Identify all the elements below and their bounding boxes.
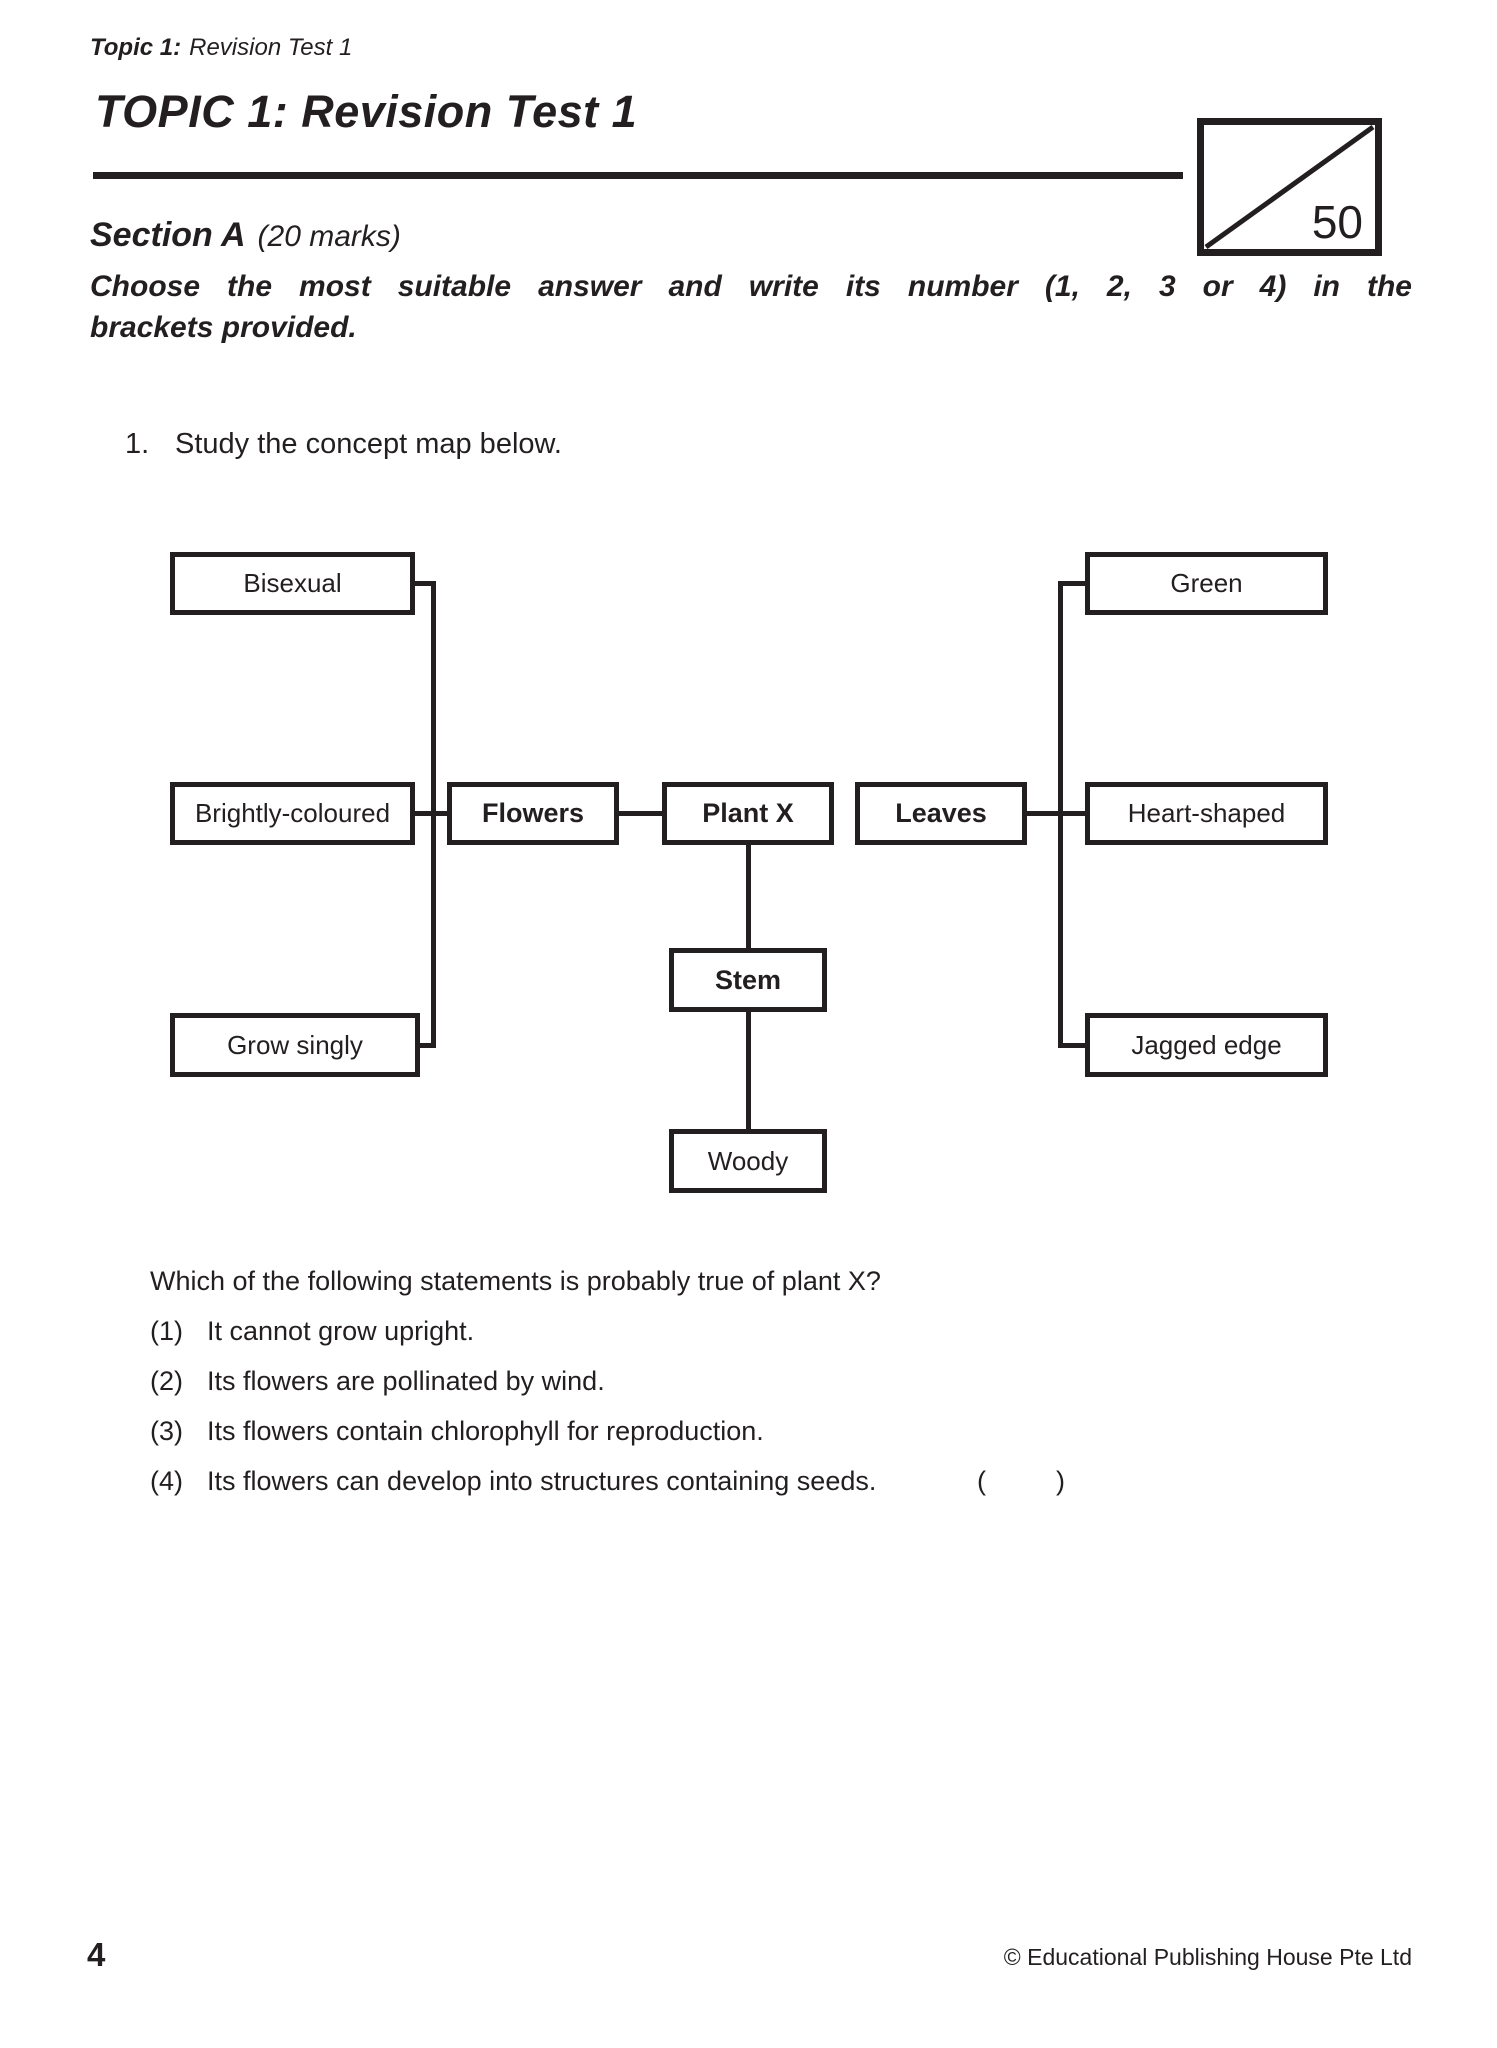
connector-grow-singly-stub — [416, 1043, 434, 1048]
instruction-line-2: brackets provided. — [90, 311, 357, 344]
node-jagged-edge: Jagged edge — [1085, 1013, 1328, 1077]
node-bisexual: Bisexual — [170, 552, 415, 615]
question-number: 1. — [125, 428, 150, 460]
node-plant-x: Plant X — [662, 782, 834, 845]
node-heart-shaped: Heart-shaped — [1085, 782, 1328, 845]
node-woody: Woody — [669, 1129, 827, 1193]
connector-right-vertical — [1058, 581, 1063, 1048]
node-flowers: Flowers — [447, 782, 619, 845]
connector-bisexual-stub — [410, 581, 433, 586]
answer-bracket-close: ) — [1056, 1466, 1065, 1496]
section-marks: (20 marks) — [257, 220, 401, 253]
score-box-diagonal-line — [1204, 125, 1375, 249]
connector-leaves-heart — [1025, 811, 1087, 816]
connector-brightly-flowers — [410, 811, 450, 816]
connector-stem-woody — [746, 1010, 751, 1132]
option-row-3: (3) Its flowers contain chlorophyll for … — [150, 1416, 1065, 1446]
running-header-topic: Topic 1: — [90, 34, 182, 61]
option-1-number: (1) — [150, 1316, 183, 1346]
running-header: Topic 1: Revision Test 1 — [90, 34, 352, 62]
option-3-number: (3) — [150, 1416, 183, 1446]
node-brightly-coloured: Brightly-coloured — [170, 782, 415, 845]
question-prompt: Study the concept map below. — [175, 428, 562, 460]
node-leaves: Leaves — [855, 782, 1027, 845]
node-green: Green — [1085, 552, 1328, 615]
option-2-text: Its flowers are pollinated by wind. — [207, 1366, 605, 1396]
title-underline — [93, 172, 1183, 179]
score-total: 50 — [1311, 196, 1363, 248]
connector-plantx-stem — [746, 843, 751, 951]
option-row-4: (4) Its flowers can develop into structu… — [150, 1466, 1065, 1497]
answer-bracket-open: ( — [977, 1466, 986, 1496]
copyright-notice: © Educational Publishing House Pte Ltd — [1003, 1944, 1412, 1970]
instruction-line-1: Choose the most suitable answer and writ… — [90, 270, 1412, 303]
question-1: 1. Study the concept map below. — [125, 428, 562, 461]
options-list: (1) It cannot grow upright. (2) Its flow… — [150, 1316, 1065, 1516]
page-number: 4 — [87, 1936, 106, 1973]
option-4-text: Its flowers can develop into structures … — [207, 1466, 877, 1496]
running-header-title: Revision Test 1 — [189, 34, 353, 61]
section-name: Section A — [90, 216, 246, 254]
option-4-number: (4) — [150, 1466, 183, 1496]
connector-green-stub — [1058, 581, 1087, 586]
section-instruction: Choose the most suitable answer and writ… — [90, 266, 1412, 348]
page-title: TOPIC 1: Revision Test 1 — [95, 86, 638, 137]
connector-jagged-stub — [1058, 1043, 1087, 1048]
node-stem: Stem — [669, 948, 827, 1012]
connector-flowers-plantx — [617, 811, 664, 816]
option-row-1: (1) It cannot grow upright. — [150, 1316, 1065, 1346]
question-stem: Which of the following statements is pro… — [150, 1266, 881, 1296]
score-box: 50 — [1197, 118, 1382, 256]
node-grow-singly: Grow singly — [170, 1013, 420, 1077]
option-row-2: (2) Its flowers are pollinated by wind. — [150, 1366, 1065, 1396]
answer-brackets: ( ) — [977, 1466, 1065, 1497]
option-1-text: It cannot grow upright. — [207, 1316, 475, 1346]
option-2-number: (2) — [150, 1366, 183, 1396]
section-heading: Section A (20 marks) — [90, 216, 401, 255]
option-3-text: Its flowers contain chlorophyll for repr… — [207, 1416, 764, 1446]
